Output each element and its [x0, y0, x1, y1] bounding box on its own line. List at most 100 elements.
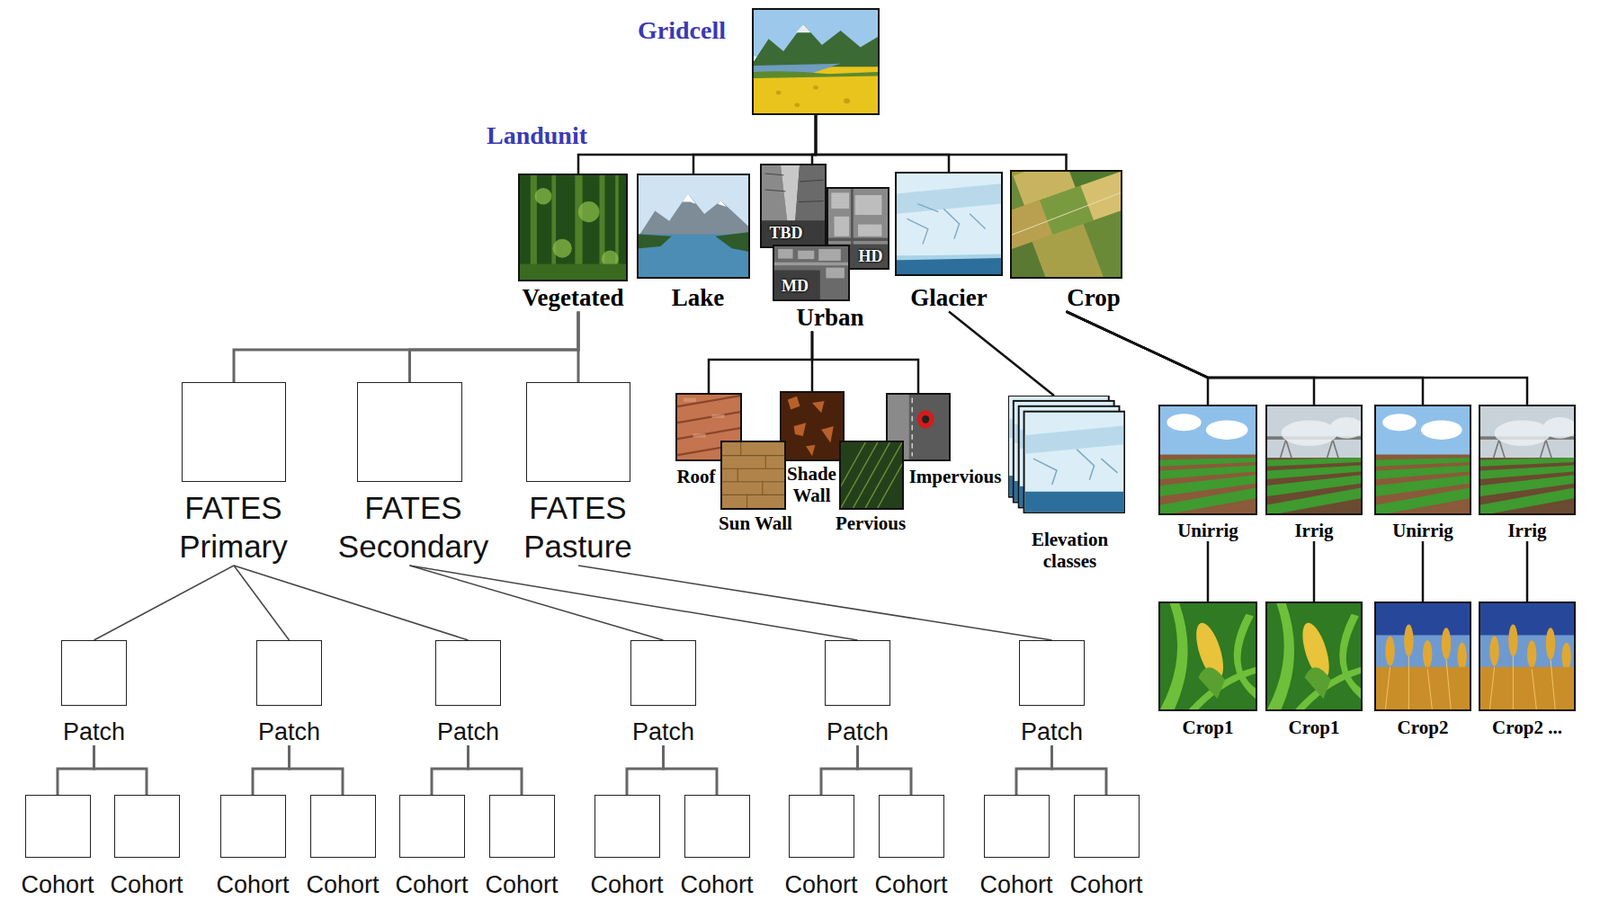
photo-illustration — [1160, 603, 1256, 710]
label-holder: Elevation classes — [1020, 528, 1121, 573]
label-holder: Cohort — [784, 871, 859, 899]
node-label: FATES Primary — [151, 488, 317, 566]
illustration-part — [746, 494, 748, 509]
connector-line — [578, 565, 1053, 641]
connector-line — [708, 331, 813, 394]
photo-illustration — [1011, 171, 1121, 278]
label-holder: Urban — [795, 303, 866, 332]
label-holder: Patch — [257, 718, 322, 746]
illustration-part — [765, 173, 785, 176]
illustration-part — [722, 481, 785, 483]
node-label: Shade Wall — [784, 463, 841, 507]
illustration-part — [737, 468, 739, 483]
label-holder: Cohort — [679, 871, 755, 899]
illustration-part — [1267, 457, 1361, 514]
label-holder: Crop1 — [1181, 716, 1234, 739]
label-holder: Crop2 — [1396, 716, 1449, 739]
node-label: Patch — [257, 718, 322, 746]
diagram-node: Crop2 ... — [1478, 601, 1576, 739]
illustration-part — [722, 494, 785, 496]
illustration-part — [774, 262, 849, 267]
illustration-part — [840, 442, 866, 509]
diagram-node: Cohort — [679, 795, 755, 899]
photo-image — [636, 173, 751, 279]
illustration-part — [1512, 656, 1514, 710]
diagram-node: Cohort — [589, 795, 665, 899]
diagram-node: Elevation classes — [1008, 395, 1126, 573]
connector-line — [1066, 312, 1209, 406]
label-holder: Gridcell — [637, 16, 727, 45]
photo-illustration — [595, 795, 660, 858]
illustration-part — [1385, 667, 1390, 710]
illustration-part — [677, 394, 741, 408]
empty-box — [630, 640, 697, 707]
photo-illustration — [436, 641, 501, 706]
label-holder: Vegetated — [521, 284, 625, 313]
diagram-node: Glacier — [894, 171, 1003, 313]
connector-line — [233, 565, 290, 641]
diagram-node: FATES Secondary — [330, 382, 498, 566]
empty-box — [824, 640, 891, 707]
empty-box — [788, 795, 855, 859]
connector-line — [94, 745, 148, 796]
illustration-part — [1385, 625, 1466, 671]
node-label: Patch — [62, 718, 126, 746]
illustration-part — [761, 165, 825, 247]
illustration-part — [907, 218, 929, 244]
photo-illustration — [311, 795, 376, 858]
diagram-node: Cohort — [979, 795, 1055, 899]
connector-line — [1313, 541, 1316, 602]
illustration-part — [1376, 457, 1470, 514]
illustration-part — [1480, 457, 1574, 467]
illustration-part — [777, 249, 793, 260]
illustration-part — [1494, 417, 1574, 447]
node-label: Urban — [795, 303, 866, 332]
illustration-part — [795, 24, 812, 33]
connector-line — [468, 745, 523, 796]
photo-illustration — [1019, 641, 1084, 706]
illustration-part — [765, 189, 787, 192]
photo-illustration — [490, 795, 555, 858]
photo-image — [1158, 601, 1258, 712]
label-holder: Pervious — [834, 512, 907, 535]
photo-illustration — [257, 641, 322, 706]
label-holder: Cohort — [874, 871, 949, 899]
illustration-part — [1160, 457, 1256, 467]
empty-box — [310, 795, 376, 859]
node-label: Irrig — [1294, 519, 1335, 542]
photo-image — [1008, 395, 1126, 514]
illustration-part — [1403, 625, 1413, 657]
label-holder: HD — [858, 247, 884, 266]
illustration-part — [1305, 667, 1332, 699]
illustration-part — [1160, 603, 1256, 710]
empty-box — [526, 382, 631, 483]
label-holder: Crop1 — [1287, 716, 1341, 739]
photo-illustration — [1008, 395, 1126, 514]
node-label: Cohort — [20, 871, 96, 899]
illustration-part — [812, 401, 825, 413]
node-label: Patch — [631, 718, 696, 746]
illustration-part — [799, 179, 824, 182]
empty-box — [1073, 795, 1140, 859]
illustration-part — [1441, 627, 1451, 660]
diagram-node: Cohort — [20, 795, 96, 899]
label-holder: Irrig — [1294, 519, 1335, 542]
diagram-node: Patch — [435, 640, 501, 746]
photo-illustration — [722, 442, 785, 509]
label-holder: Patch — [825, 718, 890, 746]
illustration-part — [1339, 614, 1361, 699]
diagram-node: Cohort — [874, 795, 949, 899]
node-label: Sun Wall — [718, 512, 794, 535]
illustration-part — [761, 220, 825, 247]
illustration-part — [1543, 417, 1574, 439]
label-holder: Cohort — [589, 871, 665, 899]
node-label: Roof — [676, 465, 717, 488]
diagram-node: UrbanTBDHDMD — [759, 163, 890, 332]
node-label: Patch — [436, 718, 501, 746]
illustration-part — [1408, 656, 1410, 710]
connector-line — [431, 745, 469, 796]
node-label: Cohort — [874, 871, 949, 899]
empty-box — [983, 795, 1050, 859]
photo-illustration — [527, 383, 630, 482]
